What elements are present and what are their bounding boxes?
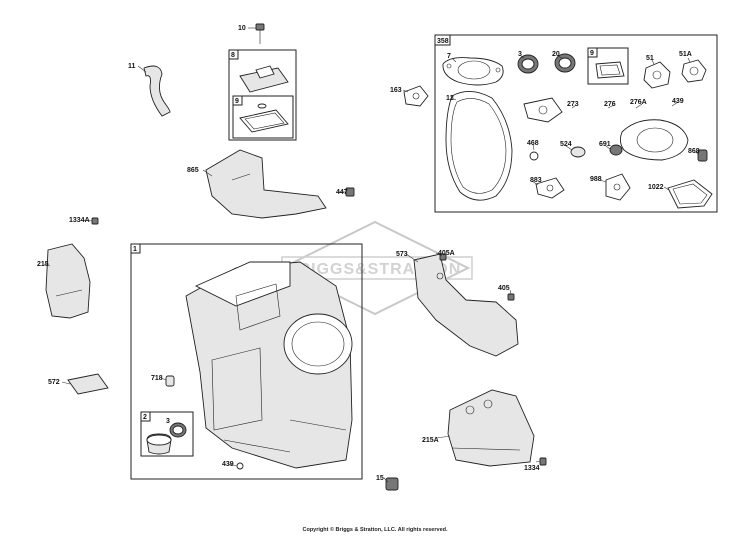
- label-718: 718: [151, 375, 163, 382]
- screw-405: [507, 293, 515, 301]
- bolt-15: [385, 477, 399, 491]
- box-8: 8: [228, 49, 297, 141]
- label-3-gasketset: 3: [518, 51, 522, 58]
- washer-524: [570, 146, 586, 158]
- label-988: 988: [590, 176, 602, 183]
- hose-11: [143, 65, 171, 117]
- bracket-572: [67, 373, 109, 395]
- label-215A: 215A: [422, 437, 439, 444]
- gasket-1022: [667, 179, 713, 209]
- label-573: 573: [396, 251, 408, 258]
- gasket-273-area: [523, 97, 563, 123]
- box-358: 358: [434, 34, 718, 213]
- plug-868: [697, 149, 708, 162]
- label-405A: 405A: [438, 250, 455, 257]
- label-439-set: 439: [672, 98, 684, 105]
- box-9-kit: 9: [587, 47, 629, 85]
- seal-691: [609, 144, 623, 156]
- screw-1334A: [91, 217, 99, 225]
- gasket-head: [619, 119, 689, 161]
- leader-lines: [43, 27, 700, 483]
- label-276A: 276A: [630, 99, 647, 106]
- box-1: 1: [130, 243, 363, 480]
- label-865: 865: [187, 167, 199, 174]
- label-572: 572: [48, 379, 60, 386]
- label-51A: 51A: [679, 51, 692, 58]
- screw-1334: [539, 457, 547, 466]
- crankcase-gasket-12: [445, 91, 513, 201]
- label-1022: 1022: [648, 184, 664, 191]
- label-20: 20: [552, 51, 560, 58]
- label-10: 10: [238, 25, 246, 32]
- shield-865: [205, 149, 327, 219]
- label-868: 868: [688, 148, 700, 155]
- label-273: 273: [567, 101, 579, 108]
- valve-cover: [239, 65, 289, 93]
- box-2: 2: [140, 411, 194, 457]
- box-2-tag: 2: [143, 414, 147, 421]
- gasket-51: [643, 61, 671, 89]
- label-883: 883: [530, 177, 542, 184]
- gasket-163: [403, 85, 429, 107]
- baffle-573: [413, 253, 519, 357]
- copyright-notice: Copyright © Briggs & Stratton, LLC. All …: [302, 527, 448, 533]
- gasket-51A: [681, 59, 707, 83]
- seal-20: [554, 53, 576, 73]
- box-9-kit-tag: 9: [590, 50, 594, 57]
- label-1334: 1334: [524, 465, 540, 472]
- seal-3: [517, 54, 539, 74]
- label-447: 447: [336, 189, 348, 196]
- box-358-tag: 358: [437, 38, 449, 45]
- label-691: 691: [599, 141, 611, 148]
- label-1334A: 1334A: [69, 217, 90, 224]
- label-163: 163: [390, 87, 402, 94]
- box-9-cover-gasket: 9: [232, 95, 294, 139]
- engine-block: [185, 261, 353, 469]
- label-3-box2: 3: [166, 418, 170, 425]
- label-7: 7: [447, 53, 451, 60]
- bolt-10: [255, 23, 265, 44]
- label-51: 51: [646, 55, 654, 62]
- box-8-tag: 8: [231, 52, 235, 59]
- label-15: 15: [376, 475, 384, 482]
- washer-439-block: [236, 462, 244, 470]
- label-276: 276: [604, 101, 616, 108]
- washer-468: [529, 151, 539, 161]
- label-12: 12: [446, 95, 454, 102]
- box-9-cover-gasket-tag: 9: [235, 98, 239, 105]
- sleeve-718: [165, 375, 175, 387]
- shield-215A: [447, 389, 535, 467]
- label-405: 405: [498, 285, 510, 292]
- label-439-block: 439: [222, 461, 234, 468]
- gasket-7: [442, 57, 504, 86]
- box-1-tag: 1: [133, 246, 137, 253]
- label-11: 11: [128, 63, 136, 70]
- gasket-883: [535, 177, 565, 199]
- label-468: 468: [527, 140, 539, 147]
- gasket-988: [605, 173, 631, 201]
- part-labels: 10 11 865 447 1334A 215 572 718 3 439 15…: [37, 25, 700, 482]
- label-524: 524: [560, 141, 572, 148]
- label-215: 215: [37, 261, 49, 268]
- shield-215: [45, 243, 91, 319]
